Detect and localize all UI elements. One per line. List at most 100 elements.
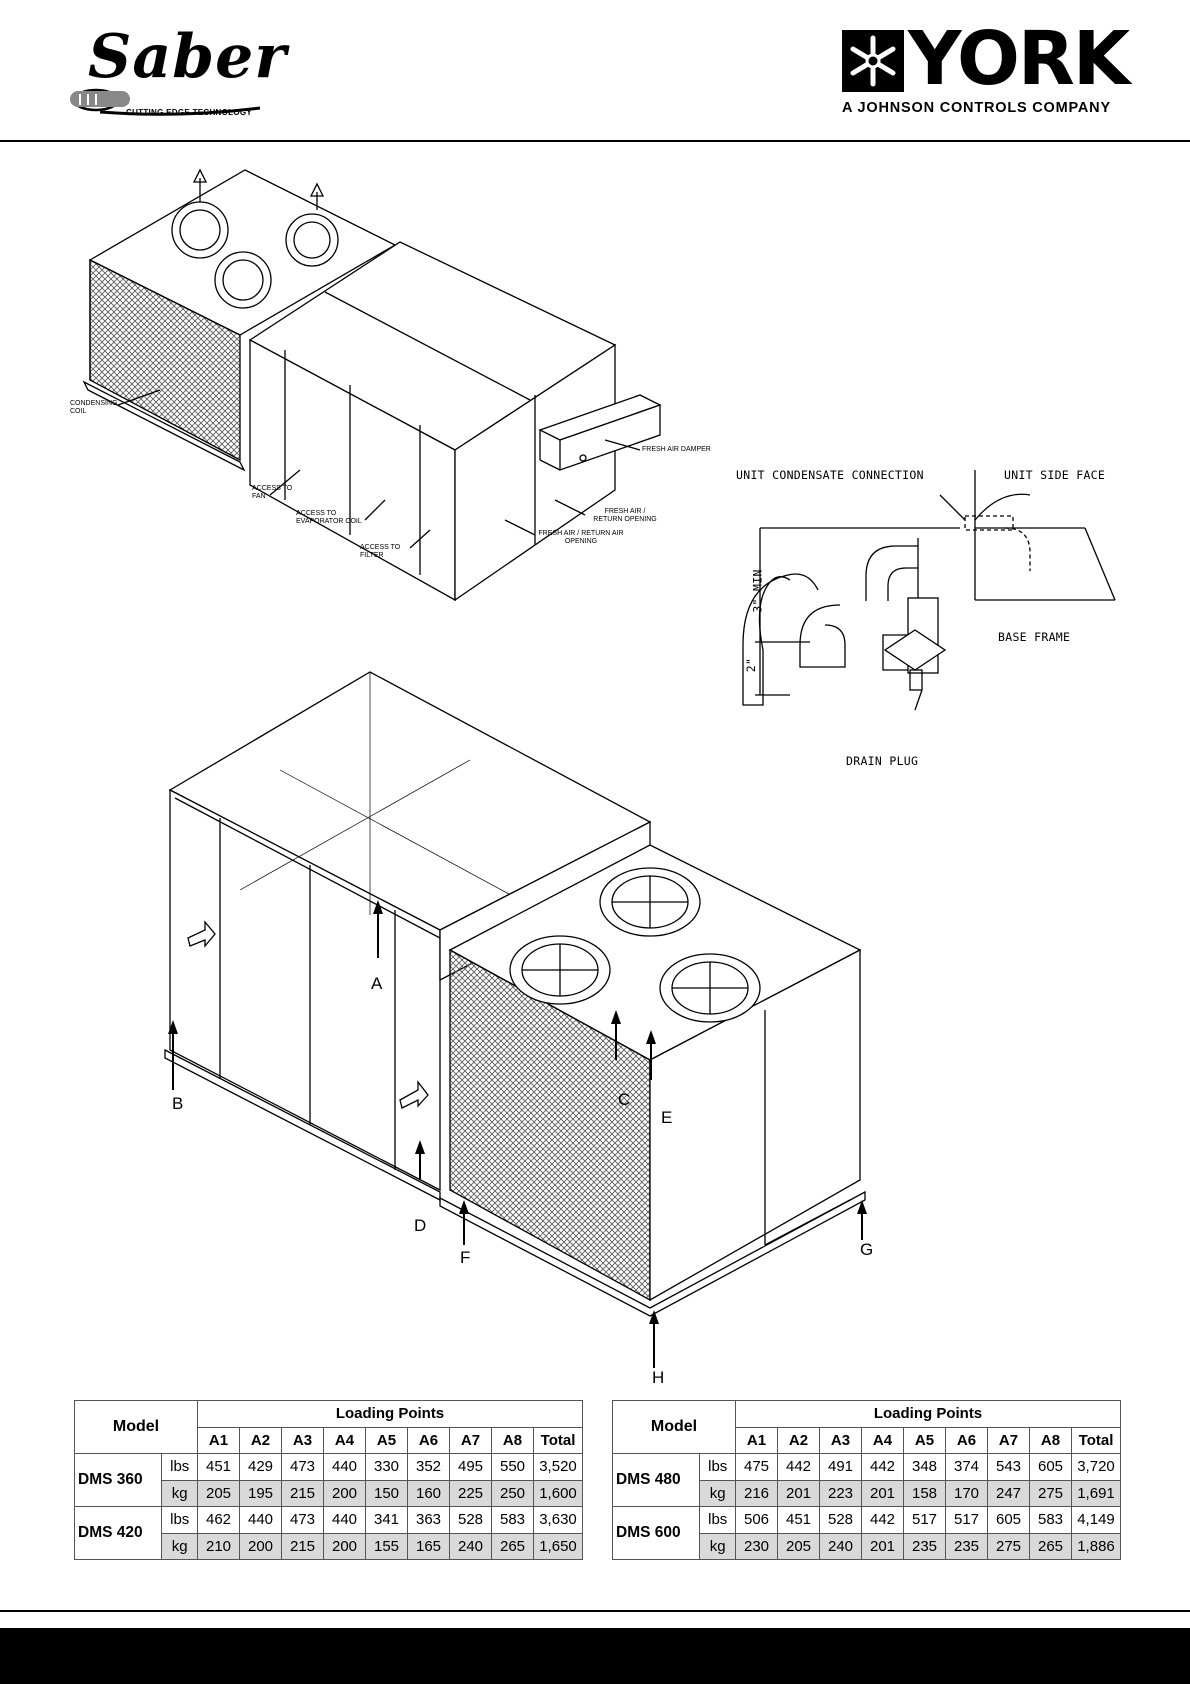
table-cell: 223 xyxy=(819,1479,862,1507)
table-cell: 374 xyxy=(945,1453,988,1481)
loading-point-b: B xyxy=(172,1094,184,1113)
label-unit-condensate: UNIT CONDENSATE CONNECTION xyxy=(736,468,924,482)
table-row: kg 210 200 215 200 155 165 240 265 1,650 xyxy=(75,1532,583,1560)
model-name: DMS 420 xyxy=(73,1506,163,1560)
table-cell: 201 xyxy=(777,1479,820,1507)
table-cell: 225 xyxy=(449,1479,492,1507)
table-cell: 1,886 xyxy=(1071,1532,1121,1560)
table-cell: 451 xyxy=(777,1506,820,1534)
table-cell: 583 xyxy=(491,1506,534,1534)
unit-label: lbs xyxy=(699,1453,736,1481)
table-row: DMS 600 lbs 506 451 528 442 517 517 605 … xyxy=(611,1506,1121,1560)
table-cell: 275 xyxy=(1029,1479,1072,1507)
col-header: A7 xyxy=(987,1426,1030,1454)
model-name: DMS 480 xyxy=(611,1453,701,1507)
table-cell: 1,650 xyxy=(533,1532,583,1560)
model-header: Model xyxy=(74,1400,198,1454)
table-cell: 170 xyxy=(945,1479,988,1507)
label-access-evap: ACCESS TO EVAPORATOR COIL xyxy=(296,510,362,525)
table-cell: 215 xyxy=(281,1479,324,1507)
loading-table-1: Model Loading Points A1 A2 A3 A4 A5 A6 A… xyxy=(73,1400,583,1560)
table-cell: 235 xyxy=(903,1532,946,1560)
table-cell: 201 xyxy=(861,1479,904,1507)
table-cell: 528 xyxy=(449,1506,492,1534)
saber-logo: Saber CUTTING EDGE TECHNOLOGY xyxy=(70,22,286,122)
table-cell: 216 xyxy=(735,1479,778,1507)
loading-point-d: D xyxy=(414,1216,427,1235)
unit-label: kg xyxy=(161,1479,198,1507)
dim-3-min: 3" MIN xyxy=(750,569,765,613)
header-divider xyxy=(0,140,1190,142)
table-cell: 165 xyxy=(407,1532,450,1560)
col-header: A2 xyxy=(239,1426,282,1454)
loading-point-g: G xyxy=(860,1240,874,1259)
unit-label: lbs xyxy=(161,1453,198,1481)
col-header: A1 xyxy=(197,1426,240,1454)
col-header: A8 xyxy=(1029,1426,1072,1454)
table-cell: 440 xyxy=(323,1453,366,1481)
label-drain-plug: DRAIN PLUG xyxy=(846,754,919,768)
table-cell: 200 xyxy=(323,1479,366,1507)
model-name: DMS 360 xyxy=(73,1453,163,1507)
label-fresh-return-2: FRESH AIR / RETURN AIR OPENING xyxy=(538,530,624,545)
table-cell: 473 xyxy=(281,1453,324,1481)
table-cell: 475 xyxy=(735,1453,778,1481)
table-cell: 495 xyxy=(449,1453,492,1481)
table-row: DMS 360 lbs 451 429 473 440 330 352 495 … xyxy=(73,1453,583,1507)
page-header: Saber CUTTING EDGE TECHNOLOGY YORK ® A J… xyxy=(0,0,1190,142)
saber-wordmark: Saber xyxy=(88,22,287,92)
col-header: A3 xyxy=(281,1426,324,1454)
table-cell: 210 xyxy=(197,1532,240,1560)
table-cell: 3,720 xyxy=(1071,1453,1121,1481)
table-cell: 1,600 xyxy=(533,1479,583,1507)
york-wordmark: YORK xyxy=(908,16,1130,102)
unit-label: kg xyxy=(699,1479,736,1507)
loading-point-e: E xyxy=(661,1108,673,1127)
col-header: A2 xyxy=(777,1426,820,1454)
table-cell: 1,691 xyxy=(1071,1479,1121,1507)
table-cell: 491 xyxy=(819,1453,862,1481)
loading-point-f: F xyxy=(460,1248,471,1267)
unit-label: kg xyxy=(699,1532,736,1560)
label-fresh-air-damper: FRESH AIR DAMPER xyxy=(642,446,711,453)
table-cell: 205 xyxy=(197,1479,240,1507)
table-row: kg 205 195 215 200 150 160 225 250 1,600 xyxy=(75,1479,583,1507)
col-header: A8 xyxy=(491,1426,534,1454)
col-header: Total xyxy=(533,1426,583,1454)
snowflake-icon xyxy=(842,30,904,92)
loading-points-header: Loading Points xyxy=(197,1400,583,1428)
col-header: A5 xyxy=(903,1426,946,1454)
table-cell: 517 xyxy=(903,1506,946,1534)
table-cell: 240 xyxy=(819,1532,862,1560)
col-header: A5 xyxy=(365,1426,408,1454)
label-access-fan: ACCESS TO FAN xyxy=(252,485,293,500)
table-cell: 230 xyxy=(735,1532,778,1560)
table-row: DMS 480 lbs 475 442 491 442 348 374 543 … xyxy=(611,1453,1121,1507)
unit-illustrations xyxy=(82,168,1116,1368)
table-cell: 348 xyxy=(903,1453,946,1481)
col-header: A1 xyxy=(735,1426,778,1454)
table-cell: 451 xyxy=(197,1453,240,1481)
loading-table-2: Model Loading Points A1 A2 A3 A4 A5 A6 A… xyxy=(611,1400,1121,1560)
table-cell: 462 xyxy=(197,1506,240,1534)
table-cell: 517 xyxy=(945,1506,988,1534)
label-condensing-coil: CONDENSING COIL xyxy=(70,400,118,415)
table-cell: 583 xyxy=(1029,1506,1072,1534)
col-header: A7 xyxy=(449,1426,492,1454)
table-cell: 605 xyxy=(987,1506,1030,1534)
table-cell: 528 xyxy=(819,1506,862,1534)
table-cell: 158 xyxy=(903,1479,946,1507)
col-header: A4 xyxy=(323,1426,366,1454)
table-row: DMS 420 lbs 462 440 473 440 341 363 528 … xyxy=(73,1506,583,1560)
unit-label: lbs xyxy=(161,1506,198,1534)
table-cell: 442 xyxy=(861,1506,904,1534)
table-row: kg 230 205 240 201 235 235 275 265 1,886 xyxy=(613,1532,1121,1560)
loading-point-a: A xyxy=(371,974,383,993)
table-cell: 3,630 xyxy=(533,1506,583,1534)
table-cell: 506 xyxy=(735,1506,778,1534)
table-cell: 543 xyxy=(987,1453,1030,1481)
label-access-filter: ACCESS TO FILTER xyxy=(360,544,401,559)
col-header: A3 xyxy=(819,1426,862,1454)
table-cell: 265 xyxy=(1029,1532,1072,1560)
table-cell: 442 xyxy=(861,1453,904,1481)
